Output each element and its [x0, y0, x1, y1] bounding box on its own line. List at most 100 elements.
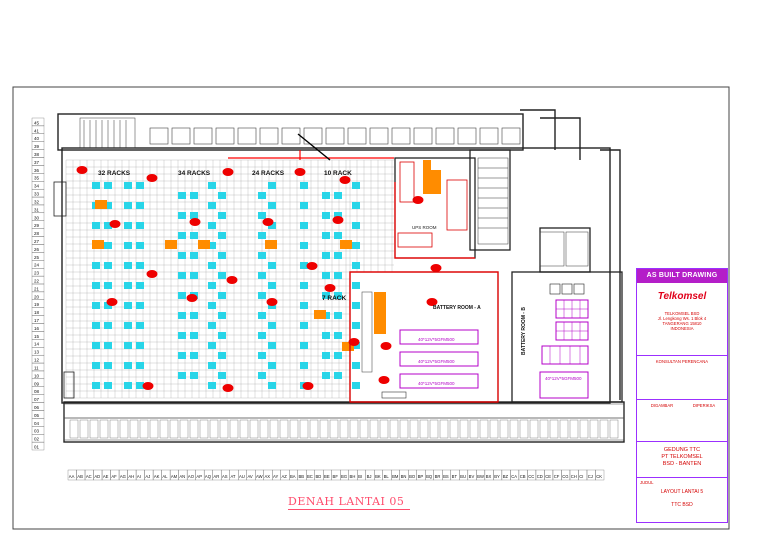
drawing-title-underline: [288, 509, 410, 510]
rack-unit: [208, 202, 216, 209]
company-line-3: TANGERANG 15810: [662, 321, 702, 326]
rack-unit: [124, 322, 132, 329]
battery-bank-2: 40*12V*5GFM500: [418, 359, 455, 364]
column-index-label: BP: [418, 474, 424, 479]
rack-unit: [268, 362, 276, 369]
rack-unit: [352, 202, 360, 209]
row-index-label: 11: [34, 365, 39, 370]
rack-unit: [258, 272, 266, 279]
row-index-label: 10: [34, 373, 40, 378]
rack-unit: [136, 242, 144, 249]
rack-unit: [208, 242, 216, 249]
project-line-3: BSD - BANTEN: [662, 461, 702, 467]
rack-unit: [300, 222, 308, 229]
rack-unit: [322, 212, 330, 219]
rack-group-24: 24 RACKS: [252, 170, 285, 177]
rack-unit: [334, 312, 342, 319]
row-index-label: 36: [34, 168, 40, 173]
column-index-label: BD: [316, 474, 322, 479]
rack-unit: [104, 382, 112, 389]
column-index-label: BO: [409, 474, 416, 479]
rack-unit: [136, 322, 144, 329]
column-index-label: BT: [452, 474, 458, 479]
south-windows: [69, 419, 619, 439]
hotspot-marker: [222, 384, 234, 392]
column-index-label: CF: [554, 474, 560, 479]
column-index-label: AU: [239, 474, 245, 479]
column-index-label: BC: [307, 474, 313, 479]
rack-unit: [104, 202, 112, 209]
rack-unit: [124, 262, 132, 269]
rack-unit: [300, 342, 308, 349]
rack-unit: [334, 212, 342, 219]
battery-room-b-racks: [549, 300, 588, 364]
rack-unit: [208, 182, 216, 189]
rack-unit: [136, 302, 144, 309]
rack-unit: [124, 222, 132, 229]
row-index-label: 13: [34, 350, 40, 355]
title-block-company: Telkomsel TELKOMSEL BSD Jl. Lengkong Ws.…: [637, 285, 727, 337]
rack-unit: [208, 362, 216, 369]
rack-unit: [352, 382, 360, 389]
left-panel-box: [53, 181, 75, 399]
row-index-label: 37: [34, 160, 40, 165]
rack-unit: [322, 192, 330, 199]
rack-unit: [300, 302, 308, 309]
column-index-label: BS: [443, 474, 449, 479]
rack-unit: [300, 242, 308, 249]
rack-unit: [334, 232, 342, 239]
row-index-label: 32: [34, 199, 40, 204]
rack-unit: [124, 282, 132, 289]
rack-unit: [136, 222, 144, 229]
column-index-label: BB: [299, 474, 305, 479]
project-line-2: PT TELKOMSEL: [661, 454, 703, 460]
hotspot-marker: [266, 298, 278, 306]
company-line-1: TELKOMSEL BSD: [664, 311, 700, 316]
rack-unit: [268, 202, 276, 209]
rack-unit: [322, 352, 330, 359]
rack-unit: [268, 342, 276, 349]
rack-unit: [352, 222, 360, 229]
column-index-label: BU: [460, 474, 466, 479]
row-index-label: 26: [34, 247, 40, 252]
ac-unit: [198, 240, 210, 249]
rack-rows: [92, 182, 360, 389]
hotspot-marker: [142, 382, 154, 390]
hotspot-marker: [339, 176, 351, 184]
rack-unit: [218, 252, 226, 259]
drawing-title: DENAH LANTAI 05: [288, 495, 405, 508]
rack-unit: [334, 272, 342, 279]
row-index-label: 29: [34, 223, 40, 228]
south-facade: [63, 403, 625, 441]
rack-unit: [322, 292, 330, 299]
column-index-label: AF: [111, 474, 117, 479]
rack-unit: [208, 302, 216, 309]
rack-unit: [178, 332, 186, 339]
rack-unit: [334, 372, 342, 379]
rack-unit: [352, 242, 360, 249]
ac-units: [92, 200, 354, 351]
rack-unit: [190, 312, 198, 319]
north-stair: [79, 117, 331, 161]
column-index-label: AQ: [205, 474, 212, 479]
row-index-label: 23: [34, 271, 40, 276]
project-line-1: GEDUNG TTC: [663, 447, 701, 453]
hotspot-marker: [306, 262, 318, 270]
title-block-project: GEDUNG TTC PT TELKOMSEL BSD - BANTEN: [637, 441, 727, 477]
row-index-label: 40: [34, 136, 40, 141]
battery-bank-3: 40*12V*5GFM500: [418, 381, 455, 386]
column-index-label: AI: [137, 474, 141, 479]
row-index-label: 05: [34, 413, 40, 418]
ac-unit: [165, 240, 177, 249]
rack-unit: [258, 332, 266, 339]
row-index-label: 31: [34, 207, 40, 212]
rack-unit: [258, 352, 266, 359]
rack-unit: [322, 372, 330, 379]
rack-unit: [218, 192, 226, 199]
battery-room-equipment: [361, 291, 479, 399]
title-block-sheet: JUDUL LAYOUT LANTAI 5 TTC BSD: [637, 477, 727, 523]
hotspot-marker: [348, 338, 360, 346]
rack-unit: [104, 342, 112, 349]
